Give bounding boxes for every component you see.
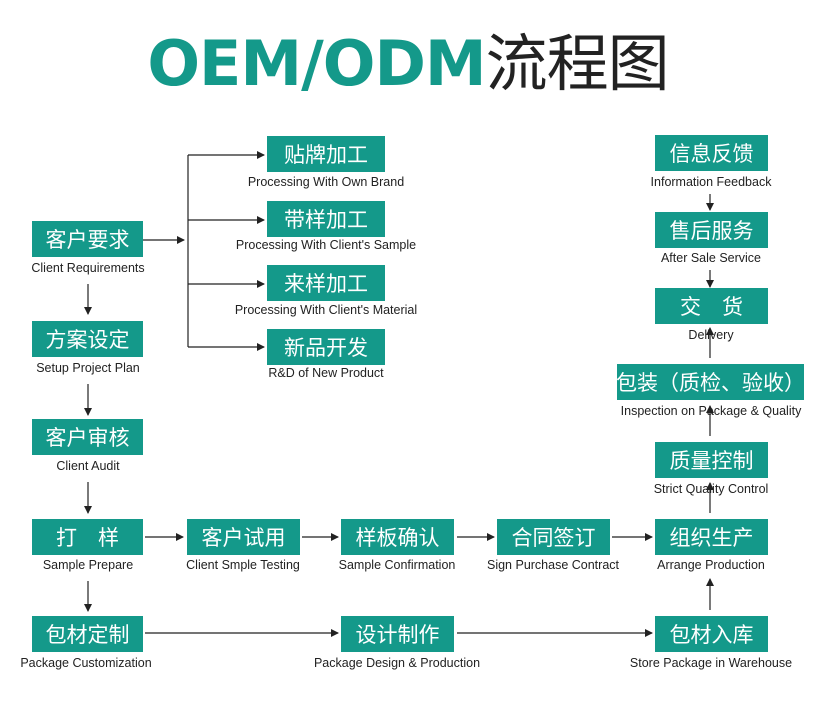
node-client-sample: 带样加工 — [267, 201, 385, 237]
node-inspection: 包装（质检、验收） — [616, 364, 805, 400]
node-sample-confirmation: 样板确认 — [341, 519, 454, 555]
node-client-requirements: 客户要求 — [32, 221, 143, 257]
node-client-audit: 客户审核 — [32, 419, 143, 455]
caption-quality-control: Strict Quality Control — [653, 482, 769, 496]
caption-inspection: Inspection on Package & Quality — [620, 404, 802, 418]
caption-arrange-production: Arrange Production — [657, 558, 765, 572]
caption-package-design: Package Design & Production — [313, 656, 481, 670]
node-package-customization: 包材定制 — [32, 616, 143, 652]
caption-package-store: Store Package in Warehouse — [629, 656, 793, 670]
node-new-product: 新品开发 — [267, 329, 385, 365]
page-title: OEM/ODM流程图 — [0, 24, 816, 104]
node-quality-control: 质量控制 — [655, 442, 768, 478]
node-project-plan: 方案设定 — [32, 321, 143, 357]
caption-sign-contract: Sign Purchase Contract — [486, 558, 619, 572]
caption-project-plan: Setup Project Plan — [36, 361, 140, 375]
node-after-sale: 售后服务 — [655, 212, 768, 248]
node-sample-testing: 客户试用 — [187, 519, 300, 555]
caption-client-audit: Client Audit — [56, 459, 120, 473]
caption-package-customization: Package Customization — [20, 656, 152, 670]
node-package-store: 包材入库 — [655, 616, 768, 652]
node-delivery: 交 货 — [655, 288, 768, 324]
caption-client-sample: Processing With Client's Sample — [235, 238, 417, 252]
caption-client-material: Processing With Client's Material — [234, 303, 418, 317]
caption-sample-testing: Client Smple Testing — [186, 558, 300, 572]
node-oem-brand: 贴牌加工 — [267, 136, 385, 172]
node-package-design: 设计制作 — [341, 616, 454, 652]
node-arrange-production: 组织生产 — [655, 519, 768, 555]
caption-delivery: Delivery — [688, 328, 734, 342]
caption-after-sale: After Sale Service — [660, 251, 762, 265]
node-sign-contract: 合同签订 — [497, 519, 610, 555]
node-sample-prepare: 打 样 — [32, 519, 143, 555]
caption-new-product: R&D of New Product — [268, 366, 384, 380]
caption-feedback: Information Feedback — [650, 175, 772, 189]
caption-sample-prepare: Sample Prepare — [42, 558, 134, 572]
node-feedback: 信息反馈 — [655, 135, 768, 171]
node-client-material: 来样加工 — [267, 265, 385, 301]
caption-client-requirements: Client Requirements — [31, 261, 145, 275]
caption-oem-brand: Processing With Own Brand — [247, 175, 405, 189]
title-cjk: 流程图 — [485, 27, 670, 100]
caption-sample-confirmation: Sample Confirmation — [338, 558, 456, 572]
title-latin: OEM/ODM — [147, 27, 486, 100]
